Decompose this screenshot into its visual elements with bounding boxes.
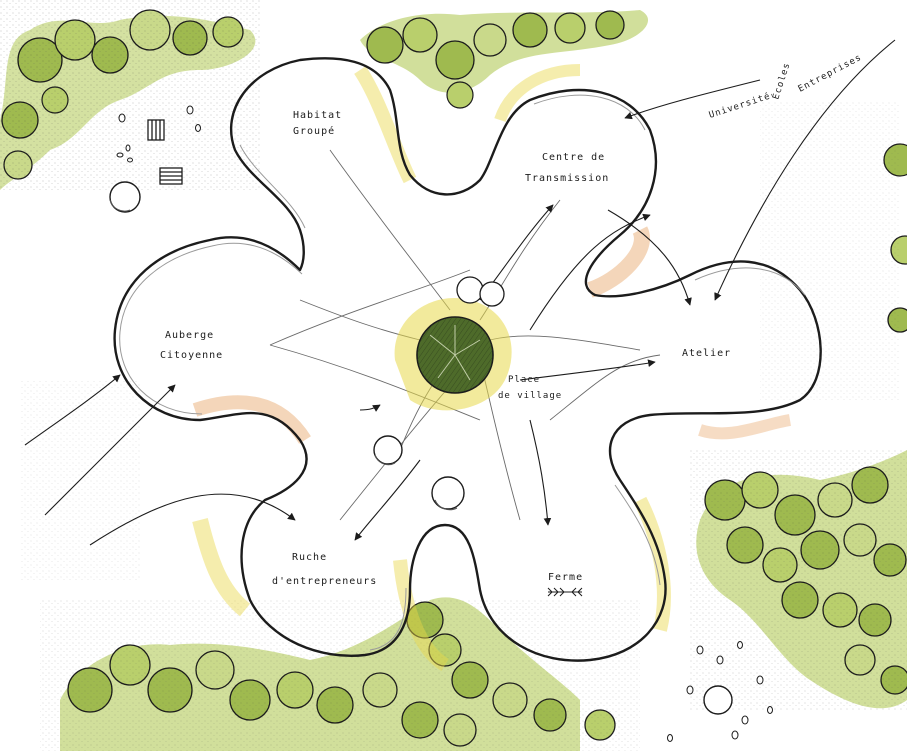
label-place-line2: de village xyxy=(498,391,562,401)
label-ferme: Ferme xyxy=(548,572,583,583)
ground-stipple-left xyxy=(20,380,140,580)
label-ruche-line2: d'entrepreneurs xyxy=(272,576,377,587)
label-auberge-line1: Auberge xyxy=(165,330,214,341)
foliage-bottom-right xyxy=(690,450,907,710)
foliage-bottom xyxy=(40,597,640,751)
label-ruche-line1: Ruche xyxy=(292,552,327,563)
label-auberge-line2: Citoyenne xyxy=(160,350,223,361)
label-centre-line1: Centre de xyxy=(542,152,605,163)
label-place-line1: Place xyxy=(508,375,540,385)
ground-stipple-right xyxy=(760,100,900,400)
label-habitat-line1: Habitat xyxy=(293,110,342,121)
label-habitat-line2: Groupé xyxy=(293,125,335,137)
label-atelier: Atelier xyxy=(682,348,731,359)
label-centre-line2: Transmission xyxy=(525,173,609,184)
